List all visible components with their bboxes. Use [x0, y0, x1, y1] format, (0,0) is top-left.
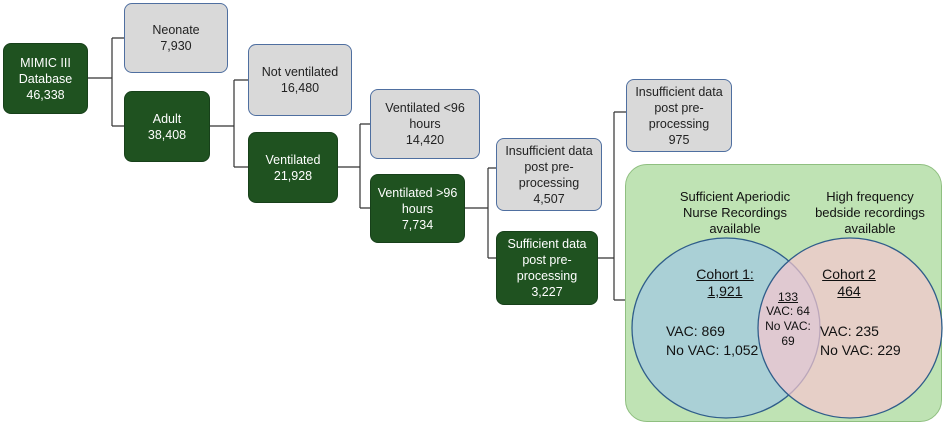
cohort2-circle — [757, 237, 943, 419]
right-heading: High frequency bedside recordings availa… — [815, 189, 925, 236]
adult-node: Adult 38,408 — [124, 91, 210, 162]
mimic-database-label: MIMIC III Database 46,338 — [18, 55, 73, 102]
adult-label: Adult 38,408 — [147, 111, 187, 142]
sufficient-data-label: Sufficient data post pre- processing 3,2… — [507, 237, 587, 299]
left-heading: Sufficient Aperiodic Nurse Recordings av… — [679, 189, 791, 236]
cohort2-title: Cohort 2 464 — [822, 266, 876, 299]
overlap-count: 133 — [777, 290, 799, 304]
mimic-database-node: MIMIC III Database 46,338 — [3, 43, 88, 114]
not-ventilated-node: Not ventilated 16,480 — [248, 44, 352, 116]
ventilated-node: Ventilated 21,928 — [248, 132, 338, 203]
ventilated-over-96h-label: Ventilated >96 hours 7,734 — [377, 185, 458, 232]
sufficient-data-node: Sufficient data post pre- processing 3,2… — [496, 231, 598, 305]
insufficient-data-label-2: Insufficient data post pre- processing 9… — [635, 84, 723, 147]
not-ventilated-label: Not ventilated 16,480 — [261, 65, 339, 95]
ventilated-label: Ventilated 21,928 — [265, 152, 321, 183]
ventilated-over-96h-node: Ventilated >96 hours 7,734 — [370, 174, 465, 243]
cohort1-stats: VAC: 869 No VAC: 1,052 — [666, 323, 759, 358]
insufficient-data-label-1: Insufficient data post pre- processing 4… — [505, 143, 593, 206]
insufficient-data-node-1: Insufficient data post pre- processing 4… — [496, 138, 602, 211]
ventilated-under-96h-node: Ventilated <96 hours 14,420 — [370, 89, 480, 159]
neonate-label: Neonate 7,930 — [152, 23, 200, 53]
cohort1-title: Cohort 1: 1,921 — [696, 266, 754, 299]
ventilated-under-96h-label: Ventilated <96 hours 14,420 — [385, 101, 465, 147]
insufficient-data-node-2: Insufficient data post pre- processing 9… — [626, 79, 732, 152]
cohort2-stats: VAC: 235 No VAC: 229 — [820, 323, 901, 358]
neonate-node: Neonate 7,930 — [124, 3, 228, 73]
overlap-stats: VAC: 64 No VAC: 69 — [765, 304, 811, 348]
